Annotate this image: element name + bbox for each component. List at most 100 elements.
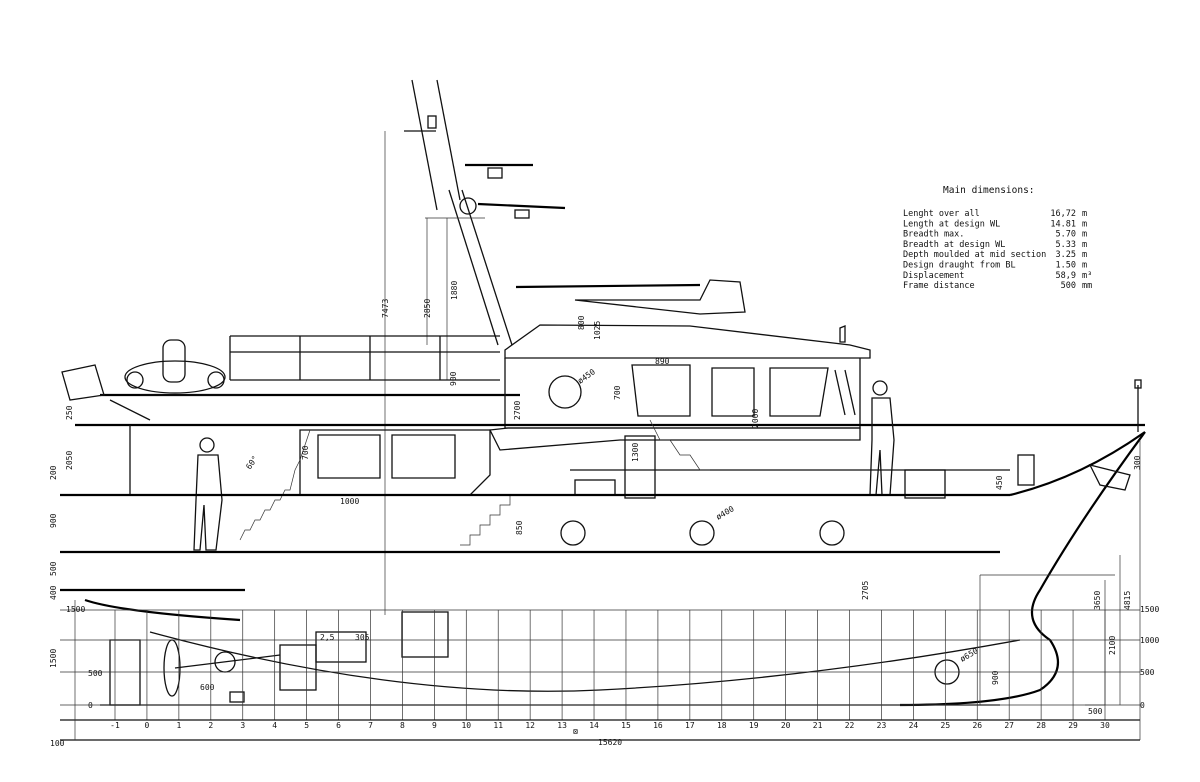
window-fwd (391, 434, 456, 479)
frame-number: 25 (941, 721, 951, 730)
frame-number: 19 (749, 721, 759, 730)
frame-number: 9 (432, 721, 437, 730)
porthole-2 (689, 520, 715, 546)
frame-number: 16 (653, 721, 663, 730)
dim-deck-stack-2: 2050 (65, 451, 74, 470)
dim-total-length: 15620 (598, 738, 622, 747)
spec-label: Frame distance (903, 281, 975, 291)
dim-engine-c: 600 (200, 683, 215, 692)
dim-deck-stack-3: 900 (49, 513, 58, 528)
frame-number: 11 (493, 721, 503, 730)
spec-unit: m (1082, 250, 1087, 260)
mast (384, 79, 566, 615)
frame-number: 21 (813, 721, 823, 730)
frame-number: 24 (909, 721, 919, 730)
dim-porthole-bottom: ø650 (959, 646, 980, 664)
spec-value: 58,9 (1056, 271, 1076, 281)
dim-deck-stack-5: 400 (49, 585, 58, 600)
dim-left-1500: 1500 (66, 605, 85, 614)
waterlines (60, 440, 1141, 741)
dim-engine-b: 305 (355, 633, 370, 642)
frame-number: 7 (368, 721, 373, 730)
spec-unit: mm (1082, 281, 1092, 291)
hull (60, 431, 1146, 707)
dim-wheelhouse-width: 890 (655, 357, 670, 366)
dim-engine-a: 2,5 (320, 633, 335, 642)
dim-fwd-depth3: 2100 (1108, 636, 1117, 655)
frame-grid (114, 610, 1106, 720)
dim-right-1500: 1500 (1140, 605, 1159, 614)
dim-mid-height-4: 1300 (631, 443, 640, 462)
dim-stair-height: 700 (301, 445, 310, 460)
stairs (239, 419, 710, 546)
frame-number: 8 (400, 721, 405, 730)
dim-deck-stack-6: 1500 (49, 649, 58, 668)
dim-mast-lower: 1880 (450, 281, 459, 300)
spec-value: 1.50 (1056, 261, 1076, 271)
spec-label: Displacement (903, 271, 964, 281)
spec-value: 5.70 (1056, 230, 1076, 240)
dim-wheelhouse-roof2: 1025 (593, 321, 602, 340)
dim-stair-angle: 60° (244, 454, 260, 471)
frame-number: 0 (145, 721, 150, 730)
frame-number: 20 (781, 721, 791, 730)
dim-bow-height: 300 (1133, 455, 1142, 470)
wheelhouse (504, 325, 861, 429)
spec-label: Breadth max. (903, 230, 964, 240)
frame-number: 27 (1004, 721, 1014, 730)
spec-label: Length at design WL (903, 219, 1000, 229)
spec-unit: m (1082, 230, 1087, 240)
spec-unit: m (1082, 209, 1087, 219)
deckhouse (75, 423, 1145, 499)
dim-mid-height-2: 700 (613, 385, 622, 400)
dim-window-width: 1000 (340, 497, 359, 506)
liferaft-davit (61, 339, 240, 401)
frame-number: 23 (877, 721, 887, 730)
crew-figure-fwd (869, 380, 895, 496)
frame-number: 6 (336, 721, 341, 730)
dim-keel-offset: 100 (50, 739, 65, 748)
dim-porthole-mid: ø400 (715, 504, 736, 522)
frame-number: 13 (557, 721, 567, 730)
specs-title: Main dimensions: (943, 185, 1035, 196)
frame-number: 2 (208, 721, 213, 730)
spec-unit: m (1082, 261, 1087, 271)
spec-label: Depth moulded at mid section (903, 250, 1046, 260)
dim-right-500: 500 (1140, 668, 1155, 677)
porthole-1 (560, 520, 586, 546)
anchor-winch (1017, 454, 1131, 491)
frame-number: -1 (110, 721, 120, 730)
dim-fwd-depth2: 3650 (1093, 591, 1102, 610)
dim-door-height: 2000 (751, 409, 760, 428)
spec-value: 3.25 (1056, 250, 1076, 260)
dim-mid-height-3: 850 (515, 520, 524, 535)
dim-right-1000: 1000 (1140, 636, 1159, 645)
dim-aft-railing: 250 (65, 405, 74, 420)
spec-value: 14.81 (1050, 219, 1076, 229)
dim-right-0: 0 (1140, 701, 1145, 710)
dim-fwd-bottom: 500 (1088, 707, 1103, 716)
spec-value: 500 (1061, 281, 1076, 291)
dim-mast-height: 7473 (381, 299, 390, 318)
frame-number: 3 (240, 721, 245, 730)
engine-room (229, 611, 449, 703)
dim-fwd-depth: 4815 (1123, 591, 1132, 610)
dim-left-0: 0 (88, 701, 93, 710)
crew-figure-aft (193, 437, 223, 551)
spec-label: Design draught from BL (903, 261, 1016, 271)
window-aft (317, 434, 381, 479)
frame-number: 30 (1100, 721, 1110, 730)
porthole-3 (819, 520, 845, 546)
spec-value: 5.33 (1056, 240, 1076, 250)
dim-deck-stack-4: 500 (49, 561, 58, 576)
frame-number: 29 (1068, 721, 1078, 730)
frame-number: 15 (621, 721, 631, 730)
spec-unit: m (1082, 240, 1087, 250)
bow-mast (1134, 379, 1142, 432)
spec-unit: m³ (1082, 271, 1092, 281)
dim-porthole-top: ø450 (576, 367, 597, 386)
frame-number: 26 (972, 721, 982, 730)
